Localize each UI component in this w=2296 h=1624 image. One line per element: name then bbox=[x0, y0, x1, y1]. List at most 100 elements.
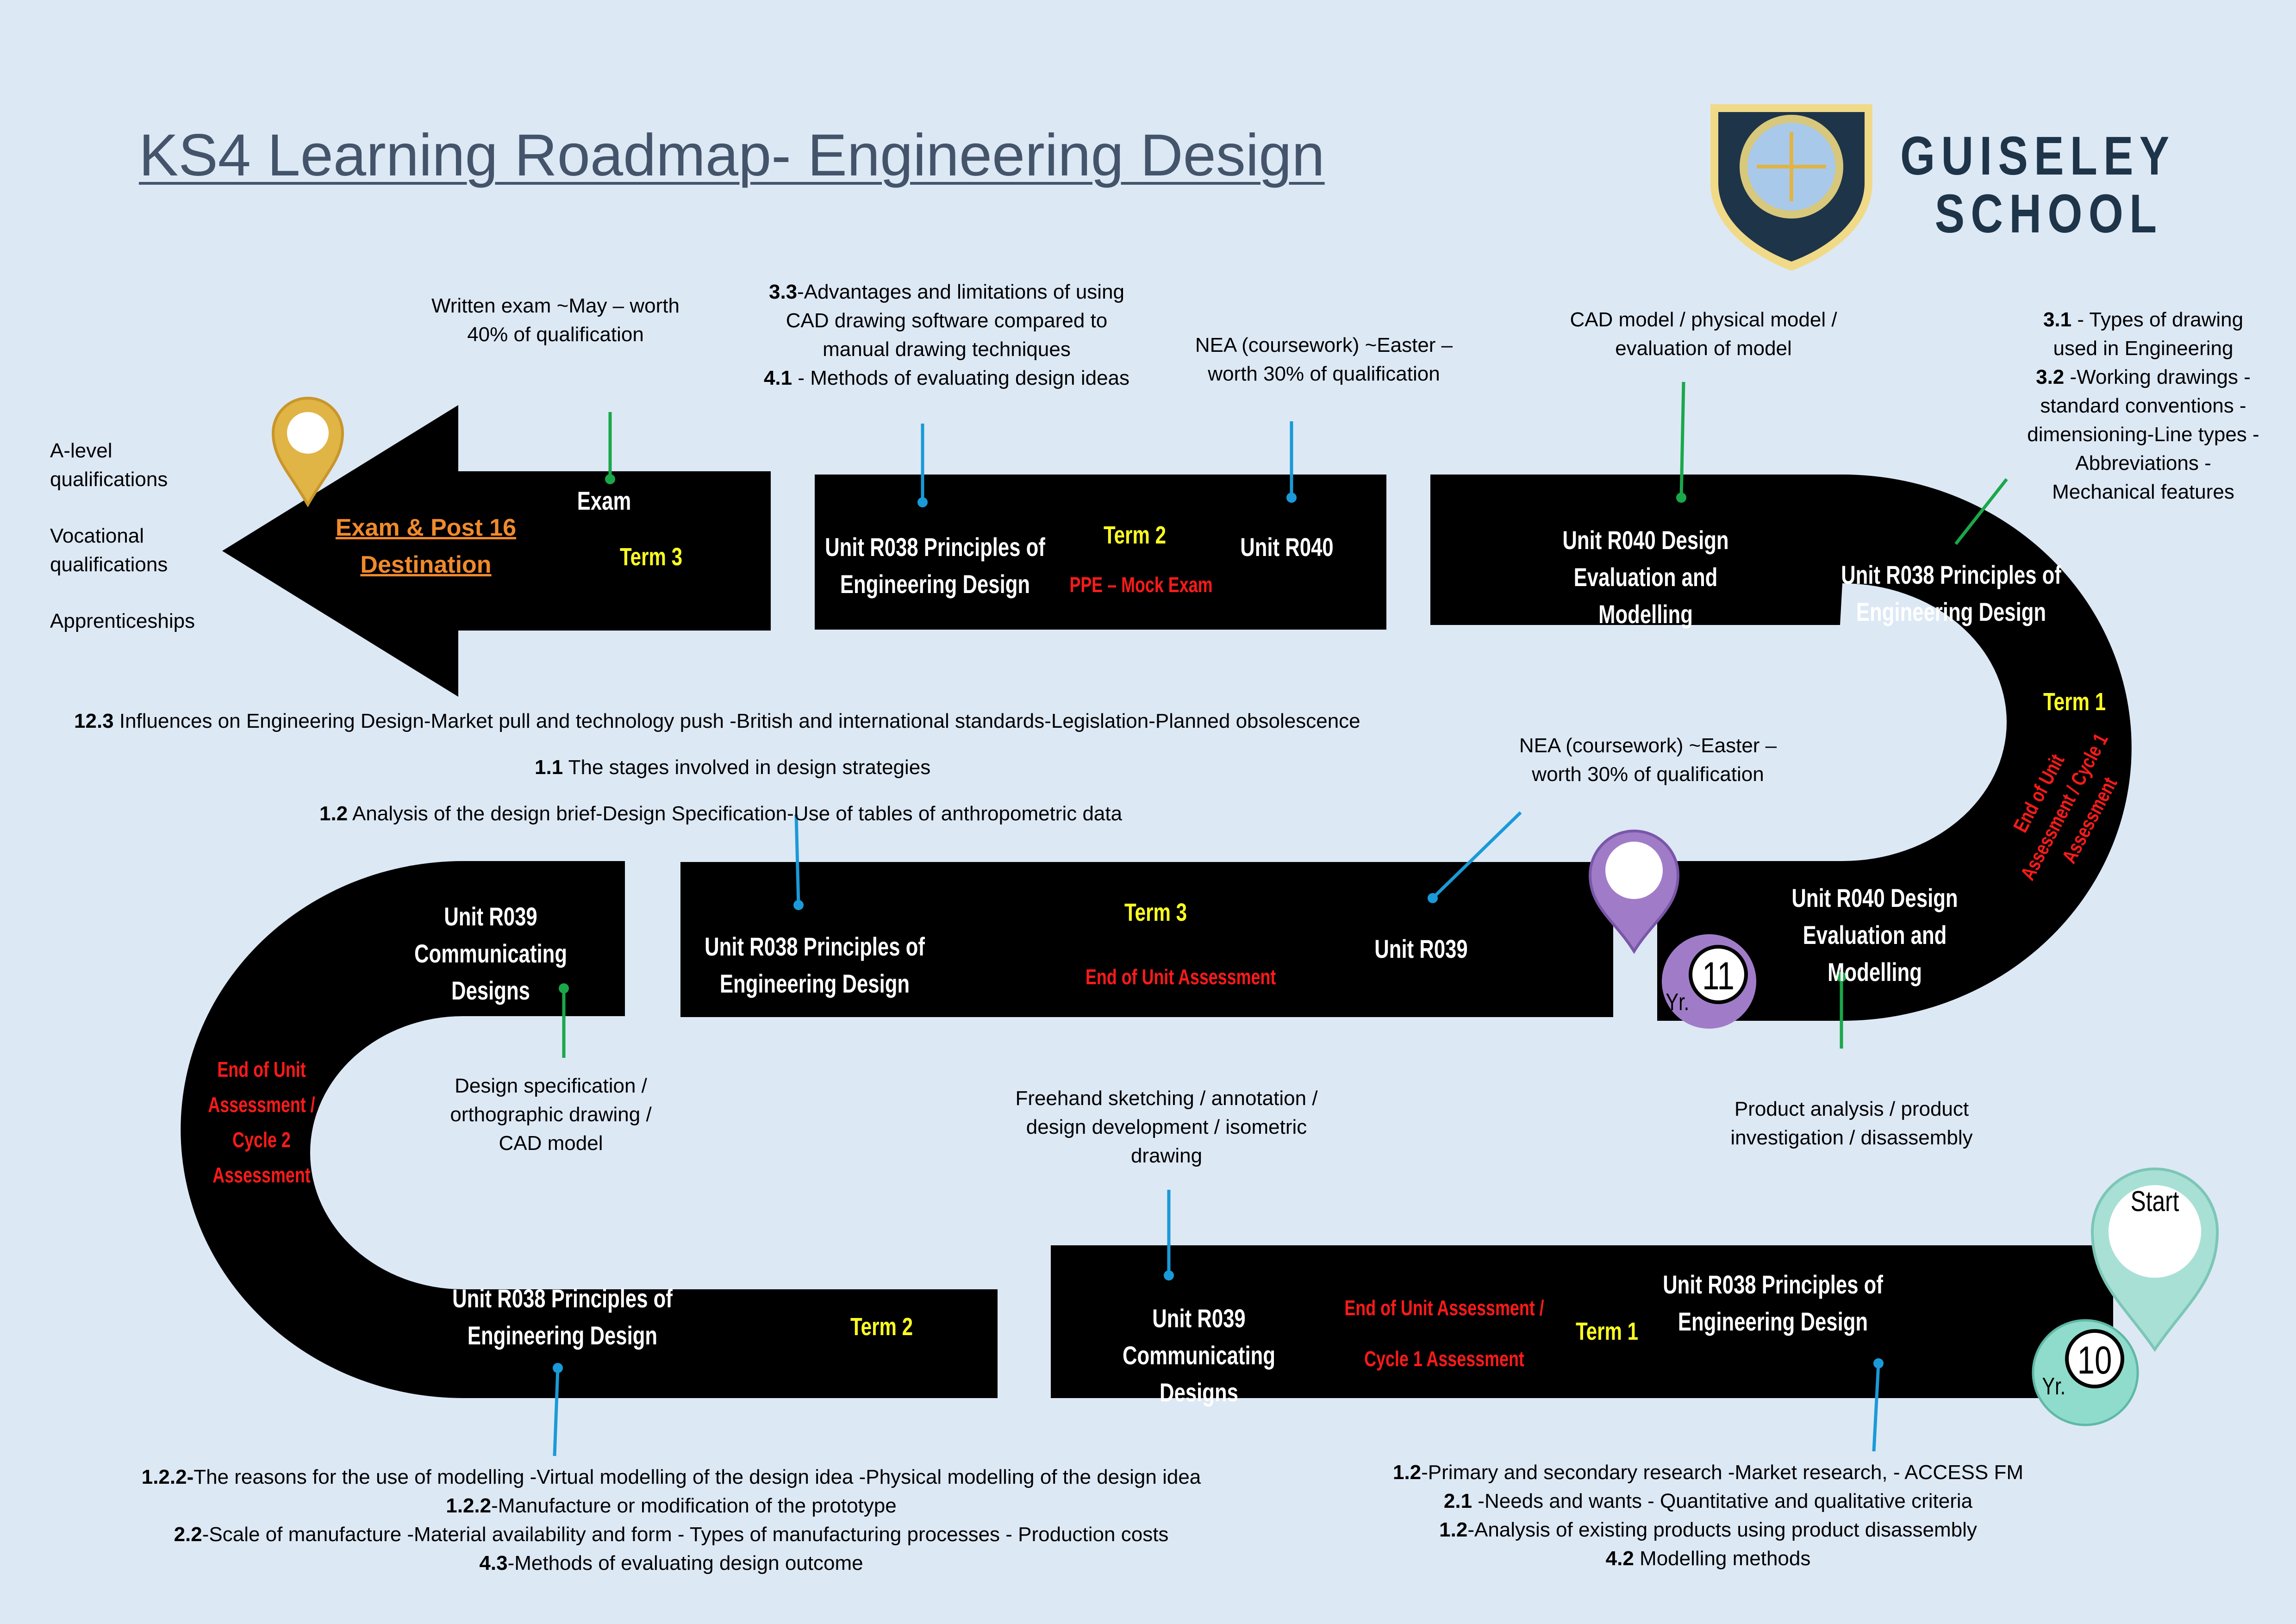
connector-dot bbox=[1836, 972, 1847, 982]
cad-software-note: 3.3-Advantages and limitations of using … bbox=[731, 278, 1162, 393]
school-name-line1: GUISELEY bbox=[1900, 125, 2176, 187]
note-number: 2.1 bbox=[1443, 1490, 1472, 1512]
note-line: standard conventions - bbox=[2040, 394, 2246, 417]
unit-r038-curve-label: Unit R038 Principles of Engineering Desi… bbox=[1839, 556, 2063, 631]
note-line: 3.1 - Types of drawing bbox=[2000, 306, 2287, 334]
assessment-line2: Cycle 1 Assessment bbox=[1364, 1347, 1524, 1371]
term-2-bottom-label: Term 2 bbox=[850, 1313, 913, 1341]
note-number: 3.3 bbox=[768, 281, 798, 303]
destination-heading-line1: Exam & Post 16 bbox=[335, 514, 517, 541]
note-number: 1.2.2 bbox=[446, 1494, 492, 1517]
cad-model-note: CAD model / physical model / evaluation … bbox=[1528, 306, 1879, 363]
note-line: 1.2.2-Manufacture or modification of the… bbox=[83, 1492, 1259, 1520]
note-line: CAD drawing software compared to bbox=[786, 309, 1108, 332]
connector-drawing bbox=[1954, 478, 2008, 545]
destination-item: qualifications bbox=[50, 553, 168, 576]
term-2-label: Term 2 bbox=[1104, 521, 1167, 549]
assessment-line3: Cycle 2 bbox=[232, 1128, 291, 1152]
note-line: 4.2 Modelling methods bbox=[1342, 1544, 2074, 1573]
note-line: dimensioning-Line types - bbox=[2027, 423, 2259, 446]
note-line: worth 30% of qualification bbox=[1208, 362, 1440, 385]
freehand-note: Freehand sketching / annotation / design… bbox=[986, 1084, 1347, 1170]
year10-number: 10 bbox=[2077, 1338, 2112, 1382]
unit-r038-line2: Engineering Design bbox=[840, 569, 1030, 599]
connector-dot bbox=[559, 983, 569, 993]
nea-middle-note: NEA (coursework) ~Easter – worth 30% of … bbox=[1481, 731, 1815, 789]
written-exam-note: Written exam ~May – worth 40% of qualifi… bbox=[398, 292, 713, 349]
note-text: -Manufacture or modification of the prot… bbox=[491, 1494, 897, 1517]
destination-item: A-level bbox=[50, 439, 112, 462]
destination-heading: Exam & Post 16 Destination bbox=[324, 509, 528, 583]
unit-r040-design-line2: Evaluation and Modelling bbox=[1573, 562, 1718, 629]
road-segment-right-uturn bbox=[1430, 475, 2132, 1021]
note-number: 4.2 bbox=[1605, 1547, 1634, 1570]
unit-r038-middle-line1: Unit R038 Principles of bbox=[705, 932, 925, 961]
unit-r038-bottom-left-line1: Unit R038 Principles of bbox=[452, 1284, 673, 1313]
note-text: -Scale of manufacture -Material availabi… bbox=[202, 1523, 1169, 1546]
note-number: 12.3 bbox=[74, 710, 114, 732]
note-number: 4.1 bbox=[763, 367, 792, 389]
unit-r038-middle-label: Unit R038 Principles of Engineering Desi… bbox=[703, 928, 927, 1002]
design-spec-note: Design specification / orthographic draw… bbox=[407, 1072, 694, 1158]
note-line: manual drawing techniques bbox=[823, 338, 1071, 361]
note-line: 1.2.2-The reasons for the use of modelli… bbox=[83, 1463, 1259, 1492]
note-line: 3.3-Advantages and limitations of using bbox=[731, 278, 1162, 306]
note-text: -Primary and secondary research -Market … bbox=[1421, 1461, 2023, 1484]
year11-pin-icon bbox=[1588, 830, 1756, 1029]
year10-start-pin-icon bbox=[2032, 1168, 2219, 1426]
connector-dot bbox=[1676, 493, 1686, 503]
product-analysis-note: Product analysis / product investigation… bbox=[1690, 1095, 2014, 1152]
note-number: 2.2 bbox=[174, 1523, 202, 1546]
note-number: 1.1 bbox=[535, 756, 563, 779]
types-of-drawing-note: 3.1 - Types of drawing used in Engineeri… bbox=[2000, 306, 2287, 506]
note-number: 3.1 bbox=[2043, 308, 2072, 331]
note-text: Modelling methods bbox=[1634, 1547, 1811, 1570]
destination-pin-icon bbox=[271, 397, 344, 508]
unit-r038-bottom-right-line1: Unit R038 Principles of bbox=[1663, 1270, 1883, 1299]
unit-r040-design-line1: Unit R040 Design bbox=[1562, 525, 1729, 555]
cycle-1-bottom-assessment-label: End of Unit Assessment / Cycle 1 Assessm… bbox=[1343, 1282, 1546, 1384]
unit-r040-middle-label: Unit R040 Design Evaluation and Modellin… bbox=[1765, 880, 1985, 991]
note-line: 40% of qualification bbox=[467, 323, 644, 346]
connector-dot bbox=[1286, 493, 1297, 503]
unit-r039-bottom-line2: Designs bbox=[1160, 1378, 1238, 1407]
note-line: used in Engineering bbox=[2053, 337, 2234, 360]
connector-dot bbox=[1873, 1358, 1884, 1368]
connector-bottom-right bbox=[1872, 1363, 1880, 1452]
note-text: -Working drawings - bbox=[2064, 366, 2251, 388]
note-line: evaluation of model bbox=[1615, 337, 1792, 360]
assessment-line4: Assessment bbox=[212, 1163, 311, 1187]
note-line: Freehand sketching / annotation / bbox=[1015, 1087, 1318, 1110]
term-1-bottom-label: Term 1 bbox=[1576, 1318, 1639, 1345]
note-number: 3.2 bbox=[2036, 366, 2065, 388]
term-1-curve-label: Term 1 bbox=[2043, 688, 2106, 716]
note-line: Written exam ~May – worth bbox=[431, 294, 680, 317]
note-number: 1.2 bbox=[1392, 1461, 1422, 1484]
note-line: 2.2-Scale of manufacture -Material avail… bbox=[83, 1520, 1259, 1549]
connector-bottom-left bbox=[553, 1368, 560, 1456]
exam-label: Exam bbox=[577, 486, 631, 515]
note-number: 1.2.2- bbox=[141, 1466, 194, 1488]
note-line: drawing bbox=[1130, 1144, 1203, 1167]
term-3-label: Term 3 bbox=[620, 543, 683, 571]
note-text: Analysis of the design brief-Design Spec… bbox=[348, 802, 1123, 825]
note-line: Mechanical features bbox=[2052, 481, 2234, 503]
note-line: 2.1 -Needs and wants - Quantitative and … bbox=[1342, 1487, 2074, 1516]
unit-r038-bottom-left-label: Unit R038 Principles of Engineering Desi… bbox=[450, 1280, 674, 1354]
unit-r040-middle-line1: Unit R040 Design bbox=[1791, 883, 1958, 912]
note-text: The reasons for the use of modelling -Vi… bbox=[193, 1466, 1201, 1488]
assessment-line2: Assessment / bbox=[208, 1093, 315, 1117]
note-line: design development / isometric bbox=[1026, 1116, 1307, 1138]
connector-dot bbox=[605, 474, 615, 484]
note-text: -Needs and wants - Quantitative and qual… bbox=[1472, 1490, 1973, 1512]
research-note: 1.2-Primary and secondary research -Mark… bbox=[1342, 1458, 2074, 1573]
note-line: investigation / disassembly bbox=[1730, 1126, 1973, 1149]
note-number: 4.3 bbox=[479, 1552, 508, 1574]
school-shield-logo bbox=[1710, 104, 1872, 271]
connector-dot bbox=[553, 1363, 563, 1373]
note-line: CAD model bbox=[499, 1132, 603, 1155]
unit-r040-label: Unit R040 bbox=[1240, 532, 1334, 562]
unit-r038-curve-line1: Unit R038 Principles of bbox=[1841, 560, 2061, 589]
note-number: 1.2 bbox=[319, 802, 348, 825]
unit-r038-bottom-left-line2: Engineering Design bbox=[467, 1321, 658, 1350]
